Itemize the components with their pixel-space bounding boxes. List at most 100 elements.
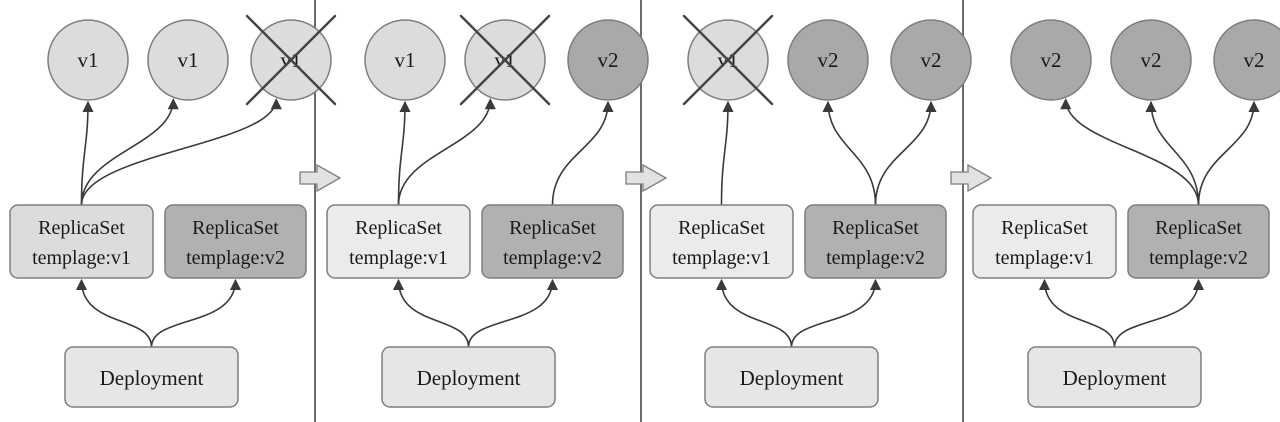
replicaset-to-pod-arrow bbox=[80, 100, 94, 206]
deployment: Deployment bbox=[381, 346, 556, 408]
pod: v1 bbox=[47, 19, 129, 101]
pod: v1 bbox=[682, 14, 774, 106]
pod: v2 bbox=[1110, 19, 1192, 101]
replicaset-template: templage:v1 bbox=[672, 247, 771, 269]
replicaset-title: ReplicaSet bbox=[678, 217, 765, 239]
pod-label: v2 bbox=[1041, 48, 1062, 72]
replicaset-v2: ReplicaSet templage:v2 bbox=[164, 204, 307, 279]
replicaset-box bbox=[481, 204, 624, 279]
deployment-label: Deployment bbox=[740, 366, 844, 390]
transition-arrow bbox=[950, 163, 993, 193]
pod: v2 bbox=[890, 19, 972, 101]
replicaset-template: templage:v2 bbox=[1149, 247, 1248, 269]
panel-2: v1v1v2ReplicaSettemplage:v1ReplicaSettem… bbox=[326, 14, 649, 408]
replicaset-template: templage:v1 bbox=[995, 247, 1094, 269]
deployment-to-replicaset-arrow bbox=[1038, 278, 1116, 348]
deployment-label: Deployment bbox=[417, 366, 521, 390]
replicaset-box bbox=[804, 204, 947, 279]
replicaset-title: ReplicaSet bbox=[1001, 217, 1088, 239]
pod-circle bbox=[47, 19, 129, 101]
replicaset-to-pod-arrow bbox=[822, 100, 877, 206]
pod: v1 bbox=[459, 14, 551, 106]
replicaset-to-pod-arrow bbox=[1145, 100, 1200, 206]
deployment-label: Deployment bbox=[1063, 366, 1167, 390]
pod: v2 bbox=[1010, 19, 1092, 101]
replicaset-to-pod-arrow bbox=[874, 100, 937, 206]
pod-circle bbox=[567, 19, 649, 101]
replicaset-title: ReplicaSet bbox=[509, 217, 596, 239]
pod-circle bbox=[1010, 19, 1092, 101]
terminated-cross-icon bbox=[245, 14, 337, 106]
pod: v2 bbox=[1213, 19, 1280, 101]
replicaset-v1: ReplicaSet templage:v1 bbox=[649, 204, 794, 279]
replicaset-v1: ReplicaSet templage:v1 bbox=[326, 204, 471, 279]
replicaset-title: ReplicaSet bbox=[832, 217, 919, 239]
replicaset-to-pod-arrow bbox=[1197, 100, 1260, 206]
replicaset-box bbox=[164, 204, 307, 279]
deployment-to-replicaset-arrow bbox=[1113, 278, 1205, 348]
pod-label: v2 bbox=[1244, 48, 1265, 72]
deployment-to-replicaset-arrow bbox=[392, 278, 470, 348]
pod: v2 bbox=[787, 19, 869, 101]
transition-arrow bbox=[625, 163, 668, 193]
deployment-label: Deployment bbox=[100, 366, 204, 390]
deployment: Deployment bbox=[1027, 346, 1202, 408]
deployment-box bbox=[64, 346, 239, 408]
replicaset-template: templage:v1 bbox=[349, 247, 448, 269]
deployment-to-replicaset-arrow bbox=[467, 278, 559, 348]
deployment: Deployment bbox=[704, 346, 879, 408]
replicaset-template: templage:v2 bbox=[186, 247, 285, 269]
deployment-box bbox=[381, 346, 556, 408]
replicaset-box bbox=[326, 204, 471, 279]
replicaset-v2: ReplicaSet templage:v2 bbox=[1127, 204, 1270, 279]
replicaset-template: templage:v2 bbox=[826, 247, 925, 269]
replicaset-title: ReplicaSet bbox=[38, 217, 125, 239]
replicaset-template: templage:v1 bbox=[32, 247, 131, 269]
replicaset-v2: ReplicaSet templage:v2 bbox=[804, 204, 947, 279]
replicaset-to-pod-arrow bbox=[80, 98, 179, 206]
replicaset-to-pod-arrow bbox=[551, 100, 614, 206]
replicaset-box bbox=[1127, 204, 1270, 279]
replicaset-v1: ReplicaSet templage:v1 bbox=[972, 204, 1117, 279]
replicaset-box bbox=[9, 204, 154, 279]
deployment-to-replicaset-arrow bbox=[715, 278, 793, 348]
replicaset-to-pod-arrow bbox=[1060, 98, 1200, 206]
replicaset-v2: ReplicaSet templage:v2 bbox=[481, 204, 624, 279]
deployment-box bbox=[704, 346, 879, 408]
replicaset-to-pod-arrow bbox=[720, 100, 734, 206]
pod-circle bbox=[1110, 19, 1192, 101]
transition-arrow bbox=[299, 163, 342, 193]
pod: v1 bbox=[364, 19, 446, 101]
pod-circle bbox=[787, 19, 869, 101]
replicaset-box bbox=[649, 204, 794, 279]
pod: v1 bbox=[147, 19, 229, 101]
deployment-to-replicaset-arrow bbox=[75, 278, 153, 348]
pod-circle bbox=[364, 19, 446, 101]
replicaset-template: templage:v2 bbox=[503, 247, 602, 269]
pod-circle bbox=[147, 19, 229, 101]
replicaset-title: ReplicaSet bbox=[192, 217, 279, 239]
replicaset-to-pod-arrow bbox=[397, 98, 496, 206]
deployment-to-replicaset-arrow bbox=[150, 278, 242, 348]
replicaset-title: ReplicaSet bbox=[1155, 217, 1242, 239]
pod-label: v1 bbox=[395, 48, 416, 72]
replicaset-title: ReplicaSet bbox=[355, 217, 442, 239]
replicaset-to-pod-arrow bbox=[397, 100, 411, 206]
terminated-cross-icon bbox=[459, 14, 551, 106]
pod: v1 bbox=[245, 14, 337, 106]
deployment: Deployment bbox=[64, 346, 239, 408]
deployment-to-replicaset-arrow bbox=[790, 278, 882, 348]
replicaset-to-pod-arrow bbox=[80, 98, 282, 206]
pod-label: v1 bbox=[78, 48, 99, 72]
pod-label: v2 bbox=[818, 48, 839, 72]
terminated-cross-icon bbox=[682, 14, 774, 106]
replicaset-v1: ReplicaSet templage:v1 bbox=[9, 204, 154, 279]
pod-label: v2 bbox=[1141, 48, 1162, 72]
deployment-box bbox=[1027, 346, 1202, 408]
pod-label: v1 bbox=[178, 48, 199, 72]
pod-label: v2 bbox=[921, 48, 942, 72]
